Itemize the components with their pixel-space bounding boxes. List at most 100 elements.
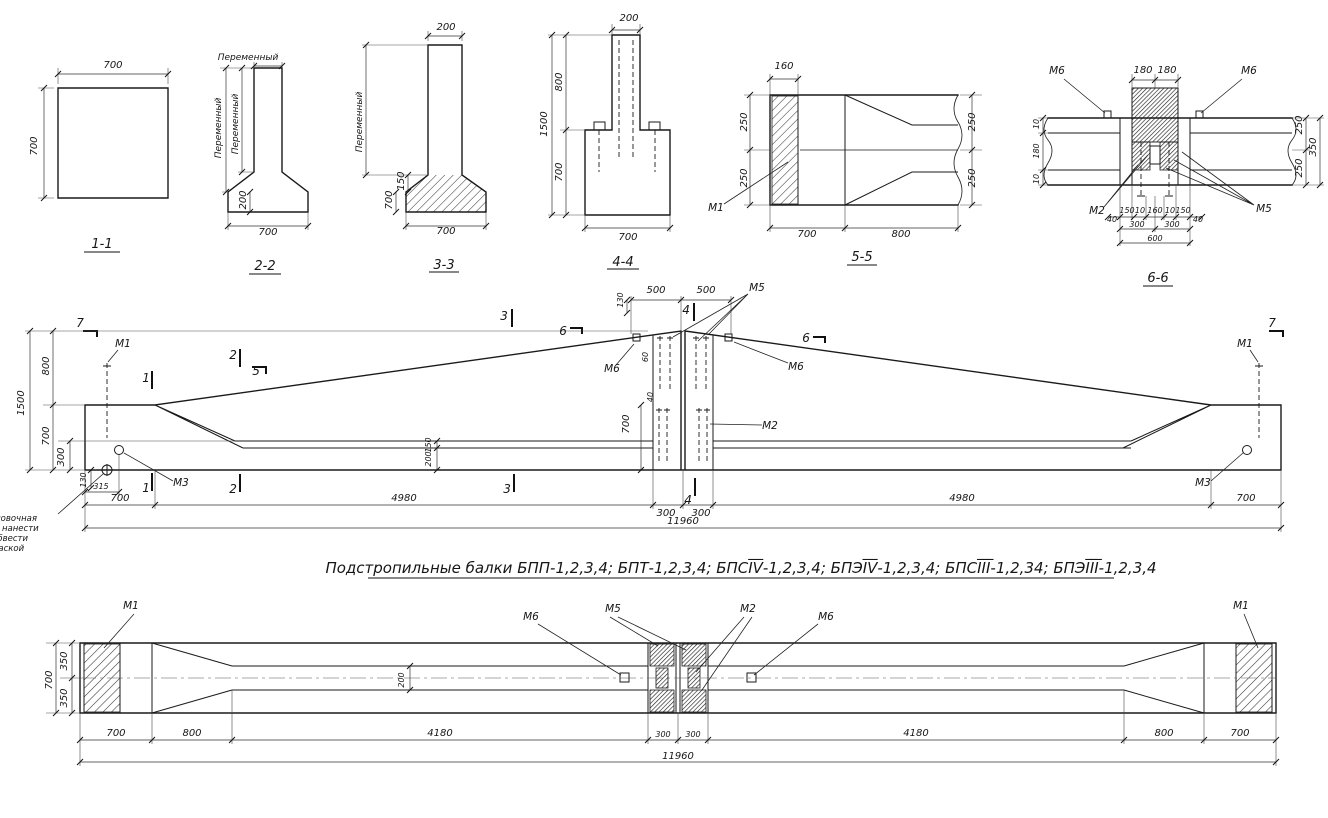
el-dim-1500: 1500 bbox=[16, 390, 27, 415]
s66-dim-300b: 300 bbox=[1164, 220, 1179, 229]
s44-dim-top: 200 bbox=[619, 13, 638, 24]
el-leaders bbox=[57, 293, 1259, 515]
el-dim-500a: 500 bbox=[646, 285, 665, 296]
pl-dim-350a: 350 bbox=[59, 651, 70, 670]
section-3-3-view bbox=[362, 31, 490, 273]
s44-title: 4-4 bbox=[612, 255, 633, 270]
pl-dim-700-b2: 700 bbox=[1230, 728, 1249, 739]
section-2-2-view bbox=[220, 62, 312, 275]
s55-m1-leader bbox=[723, 161, 789, 205]
s66-mark-m6-right: М6 bbox=[1241, 65, 1257, 77]
pl-joint-hatch-bl bbox=[649, 689, 675, 713]
s44-outline bbox=[584, 34, 671, 216]
labels-layer: 700 700 1-1 Переменный Переменный Переменный 2… bbox=[0, 13, 1319, 762]
s33-dim-h: Переменный bbox=[355, 92, 365, 153]
el-dim-315: 315 bbox=[93, 482, 108, 491]
s11-title: 1-1 bbox=[91, 237, 112, 252]
el-mark-m6-left: М6 bbox=[604, 363, 620, 375]
s66-dim-10b: 10 bbox=[1032, 174, 1041, 184]
pl-dim-800-b1: 800 bbox=[182, 728, 201, 739]
el-inner-lines bbox=[103, 335, 1263, 476]
s66-dim-150b: 150 bbox=[1175, 206, 1190, 215]
s55-dim-b2: 800 bbox=[891, 229, 910, 240]
pl-joint-bolt-left bbox=[655, 667, 669, 689]
s22-dim-flange: 200 bbox=[238, 190, 249, 209]
pl-dim-4180a: 4180 bbox=[427, 728, 452, 739]
el-cut-1-bot: 1 bbox=[142, 481, 150, 495]
s22-dim-width: 700 bbox=[258, 227, 277, 238]
el-cut-7-right: 7 bbox=[1268, 316, 1276, 330]
el-cut-2-bot: 2 bbox=[229, 482, 237, 496]
el-cut-6-left: 6 bbox=[559, 324, 567, 338]
section-1-1-view bbox=[38, 68, 172, 253]
beam-plan-view bbox=[46, 613, 1280, 766]
s55-mark-m1: М1 bbox=[708, 202, 724, 214]
s66-dim-40b: 40 bbox=[1193, 215, 1203, 224]
s66-dim-350: 350 bbox=[1308, 137, 1319, 156]
el-dim-700-b1: 700 bbox=[110, 493, 129, 504]
el-m3-lifting-hole-right bbox=[1242, 445, 1252, 455]
s66-m6-plate-right bbox=[1195, 110, 1204, 119]
s55-dim-l2: 250 bbox=[739, 168, 750, 187]
s66-mark-m2: М2 bbox=[1089, 205, 1105, 217]
s66-band-outline bbox=[1047, 117, 1293, 186]
s66-dim-160: 160 bbox=[1147, 206, 1162, 215]
section-6-6-view bbox=[1038, 74, 1324, 287]
s66-title: 6-6 bbox=[1147, 271, 1168, 286]
pl-joint-hatch-tr bbox=[681, 643, 707, 667]
pl-dim-350b: 350 bbox=[59, 688, 70, 707]
s55-title: 5-5 bbox=[851, 250, 872, 265]
s11-outline bbox=[57, 87, 169, 199]
pl-mark-m6-right: М6 bbox=[818, 611, 834, 623]
el-dim-700-joint: 700 bbox=[621, 414, 632, 433]
s66-mark-m5: М5 bbox=[1256, 203, 1272, 215]
pl-dim-4180b: 4180 bbox=[903, 728, 928, 739]
el-mark-m5: М5 bbox=[749, 282, 765, 294]
el-note-3: и обвести bbox=[0, 534, 29, 544]
el-cut-4-top: 4 bbox=[682, 303, 690, 317]
s66-joint-plate-hatch bbox=[1131, 87, 1179, 143]
el-cut-6-right: 6 bbox=[802, 331, 810, 345]
s66-dim-180b: 180 bbox=[1157, 65, 1176, 76]
s66-dim-600: 600 bbox=[1147, 234, 1162, 243]
s66-dim-180c: 180 bbox=[1032, 143, 1041, 158]
pl-dim-11960: 11960 bbox=[662, 751, 694, 762]
s44-embedded-bars-dashed bbox=[598, 40, 656, 172]
pl-dim-700-b1: 700 bbox=[106, 728, 125, 739]
drawing-title: Подстропильные балки БПП-1,2,3,4; БПТ-1,… bbox=[325, 558, 1156, 577]
s66-dim-300a: 300 bbox=[1129, 220, 1144, 229]
el-note-2: риска нанести bbox=[0, 524, 39, 534]
s55-dim-r1: 250 bbox=[967, 112, 978, 131]
el-cut-5: 5 bbox=[252, 364, 260, 378]
el-cut-3-bot: 3 bbox=[503, 482, 511, 496]
pl-dim-300a: 300 bbox=[655, 730, 670, 739]
el-anchors-dashed bbox=[106, 336, 1260, 462]
el-mark-m2: М2 bbox=[762, 420, 778, 432]
s55-dim-r2: 250 bbox=[967, 168, 978, 187]
el-dim-60: 60 bbox=[641, 352, 650, 362]
el-cut-4-bot: 4 bbox=[684, 493, 692, 507]
pl-dim-700-left: 700 bbox=[44, 670, 55, 689]
s33-dim-taper: 150 bbox=[396, 171, 407, 190]
beam-elevation-view bbox=[25, 293, 1285, 532]
el-mark-m3-right: М3 bbox=[1195, 477, 1211, 489]
pl-leaders bbox=[103, 613, 1259, 691]
el-dim-800: 800 bbox=[41, 356, 52, 375]
s22-dim-h1: Переменный bbox=[214, 98, 224, 159]
pl-dim-200-web: 200 bbox=[397, 672, 406, 687]
s66-mark-m6-left: М6 bbox=[1049, 65, 1065, 77]
pl-mark-m1-left: М1 bbox=[123, 600, 139, 612]
el-dim-11960: 11960 bbox=[667, 516, 699, 527]
pl-mark-m1-right: М1 bbox=[1233, 600, 1249, 612]
s33-flange-hatch bbox=[406, 175, 486, 212]
el-dim-300: 300 bbox=[56, 447, 67, 466]
el-dim-300b: 300 bbox=[691, 508, 710, 519]
el-dim-150-web: 150 bbox=[424, 437, 433, 452]
el-setting-mark-circle bbox=[101, 464, 113, 476]
el-cut-1-top: 1 bbox=[142, 371, 150, 385]
pl-mark-m2: М2 bbox=[740, 603, 756, 615]
s22-dim-h2: Переменный bbox=[231, 94, 241, 155]
el-m3-lifting-hole-left bbox=[114, 445, 124, 455]
